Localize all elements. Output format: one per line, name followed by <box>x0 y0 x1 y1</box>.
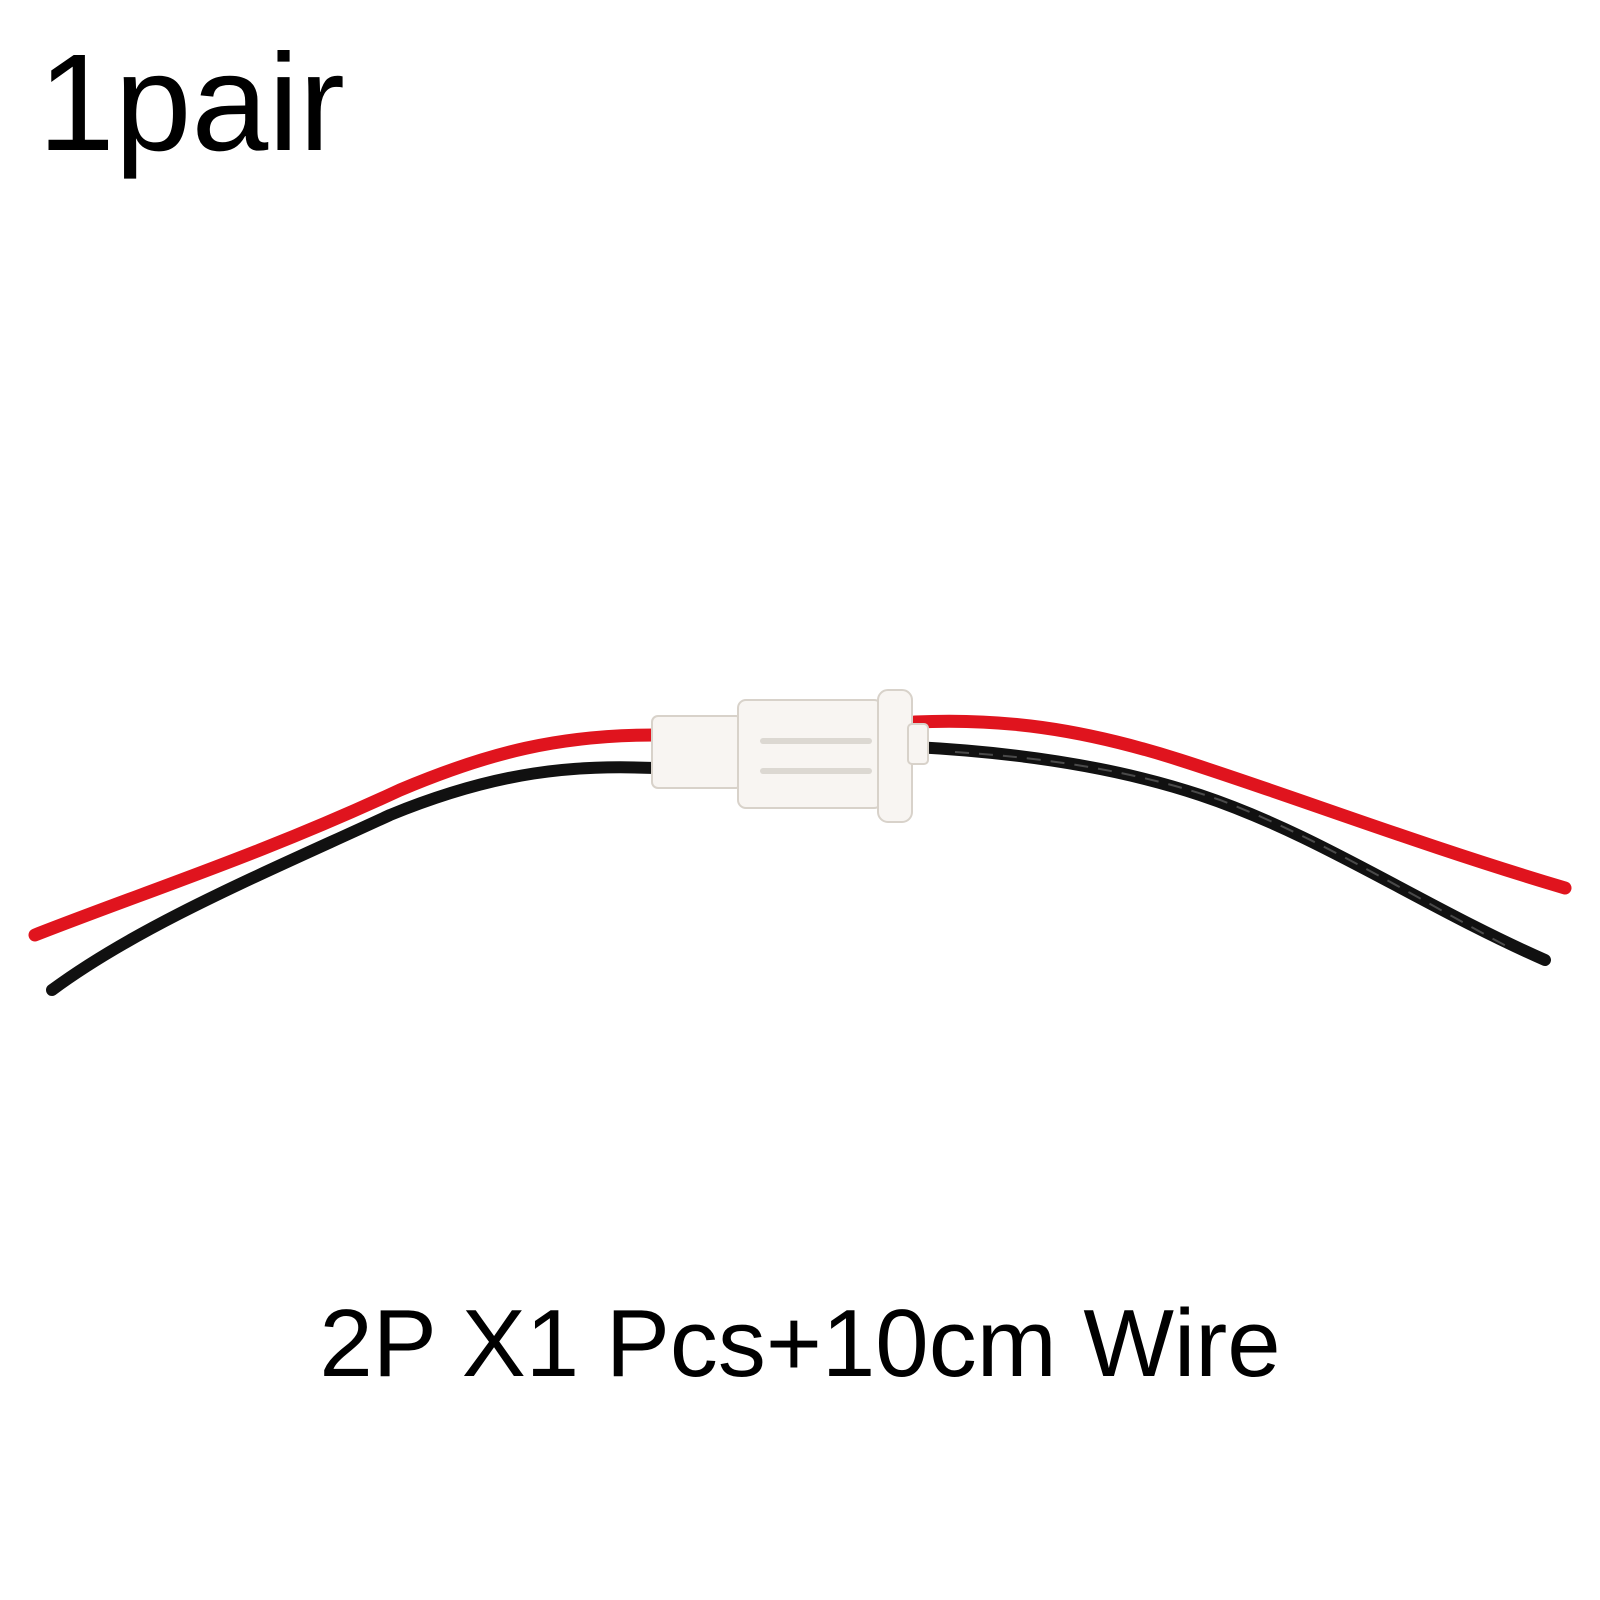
connector-rear-sleeve <box>651 715 743 789</box>
wire-marking <box>954 751 1511 949</box>
left-red-wire <box>28 728 662 942</box>
connector-housing <box>651 689 929 823</box>
connector-nose <box>907 723 929 765</box>
connector-slot-top <box>760 738 872 744</box>
product-caption: 2P X1 Pcs+10cm Wire <box>319 1290 1281 1397</box>
quantity-headline: 1pair <box>38 26 345 180</box>
connector-flange <box>877 689 913 823</box>
right-red-wire <box>908 714 1572 895</box>
connector-body <box>737 699 883 809</box>
connector-slot-bottom <box>760 768 872 774</box>
left-black-wire <box>46 761 661 996</box>
